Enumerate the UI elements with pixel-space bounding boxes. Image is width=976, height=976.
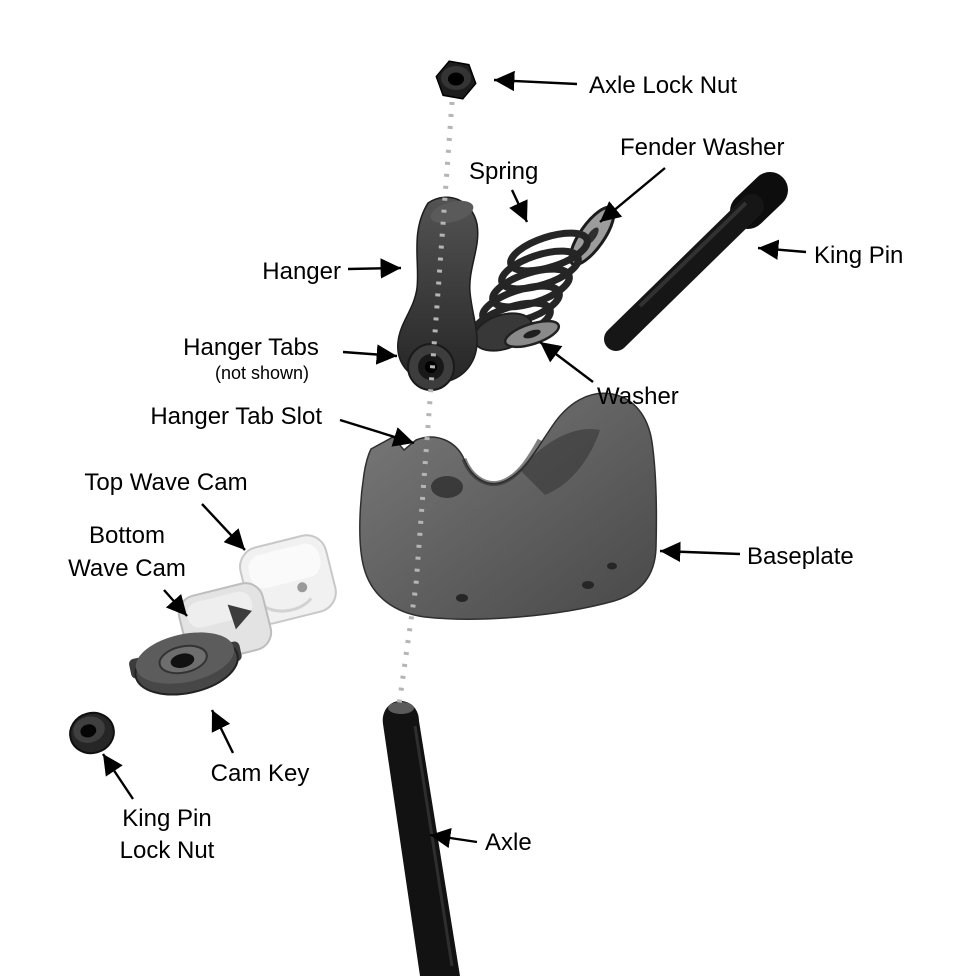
baseplate-mount-hole [582, 581, 594, 589]
arrow-axle-lock-nut [493, 70, 578, 92]
arrow-hanger-tab-slot [339, 418, 415, 447]
label-hanger: Hanger [262, 258, 341, 285]
washer-hole [523, 329, 541, 339]
axle-tip [388, 702, 414, 714]
label-fender-washer: Fender Washer [620, 134, 785, 161]
axle-lock-nut-hole [448, 72, 464, 86]
label-king-pin-lock-nut-line2: Lock Nut [120, 837, 215, 864]
arrow-top-wave-cam [201, 503, 246, 551]
baseplate-mount-hole [607, 562, 617, 570]
label-spring: Spring [469, 158, 538, 185]
hanger-top-face [430, 200, 474, 224]
bottom-wave-cam-slot [227, 604, 252, 630]
label-king-pin-lock-nut-line1: King Pin [122, 805, 211, 832]
baseplate-part [359, 392, 658, 620]
arrow-king-pin [757, 239, 807, 260]
label-axle: Axle [485, 829, 532, 856]
king-pin-lock-nut-part [69, 711, 115, 755]
label-baseplate: Baseplate [747, 543, 854, 570]
arrow-hanger-tabs [342, 344, 398, 365]
label-bottom-wave-cam-line1: Bottom [89, 522, 165, 549]
arrow-hanger [347, 258, 402, 279]
king-pin-lock-nut-hole [80, 724, 97, 738]
arrow-spring [509, 189, 529, 223]
hanger-body [397, 196, 479, 384]
cam-key-hole [170, 653, 195, 668]
label-hanger-tabs: Hanger Tabs [183, 334, 319, 361]
label-washer: Washer [597, 383, 679, 410]
axle-lock-nut-part [435, 60, 477, 100]
label-top-wave-cam: Top Wave Cam [84, 469, 247, 496]
baseplate-mount-hole [456, 594, 468, 602]
arrow-axle [429, 827, 478, 849]
top-wave-cam-face [248, 543, 321, 589]
king-pin-shaft [604, 194, 764, 351]
label-hanger-tab-slot: Hanger Tab Slot [150, 403, 322, 430]
axle-rod [382, 700, 460, 976]
washer-part [503, 319, 561, 349]
arrow-king-pin-lock-nut [102, 753, 134, 800]
baseplate-wall-shadow [520, 429, 600, 495]
label-cam-key: Cam Key [211, 760, 310, 787]
label-bottom-wave-cam-line2: Wave Cam [68, 555, 186, 582]
top-wave-cam-hole [297, 582, 308, 593]
arrow-washer [539, 341, 594, 383]
king-pin-highlight [638, 201, 748, 308]
arrow-bottom-wave-cam [163, 589, 188, 617]
top-wave-cam-groove [262, 597, 313, 613]
arrow-fender-washer [599, 167, 666, 223]
label-hanger-tabs-note: (not shown) [215, 363, 309, 383]
arrow-baseplate [659, 541, 741, 562]
king-pin-part [604, 172, 788, 351]
label-king-pin: King Pin [814, 242, 903, 269]
arrow-cam-key [210, 709, 235, 754]
baseplate-saddle-shadow [461, 438, 543, 486]
cam-key-part [129, 632, 242, 696]
label-axle-lock-nut: Axle Lock Nut [589, 72, 737, 99]
baseplate-pivot-cup [431, 476, 463, 498]
